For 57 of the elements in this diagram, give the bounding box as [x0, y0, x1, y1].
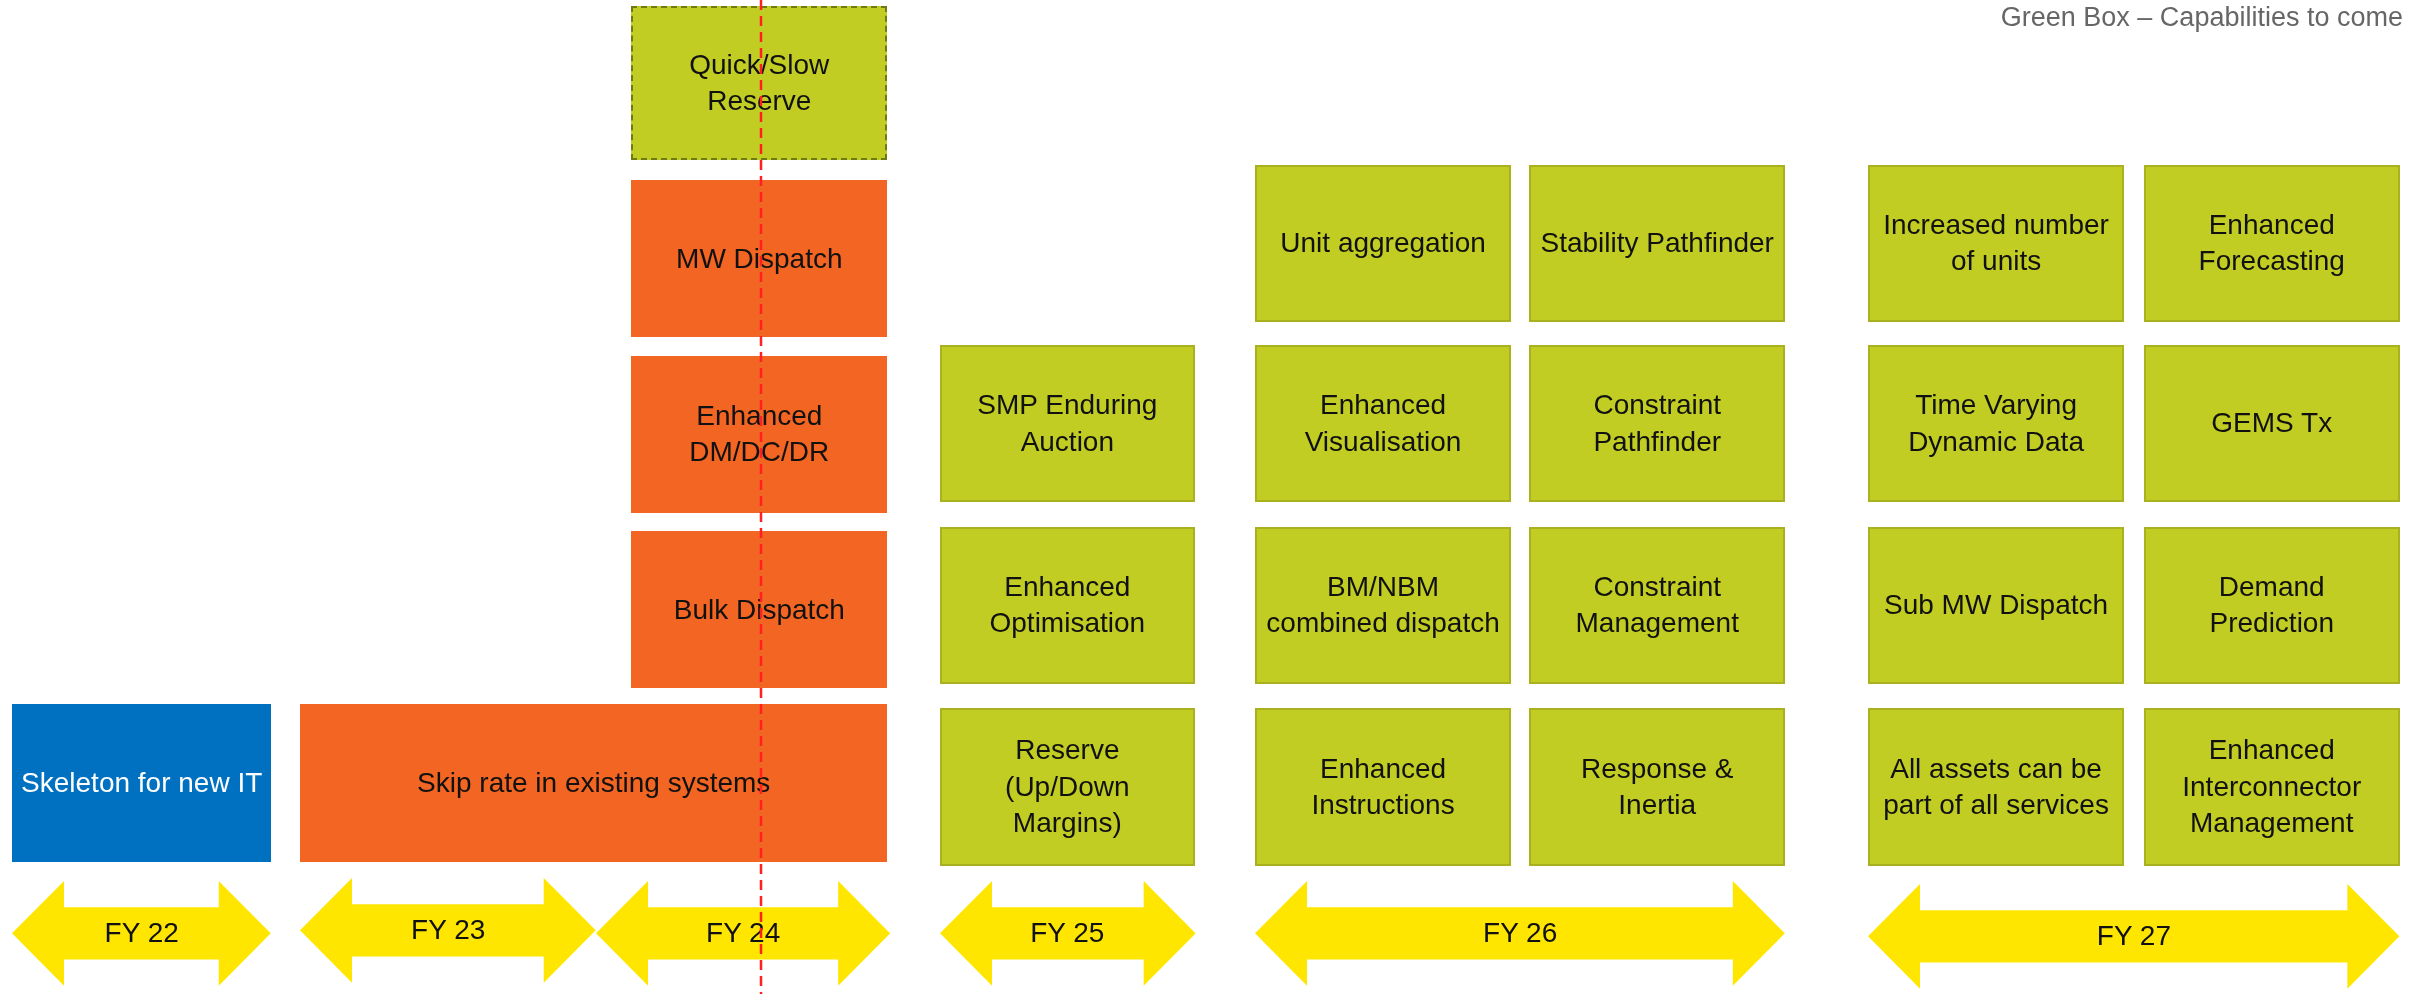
box-label: Bulk Dispatch	[672, 592, 846, 627]
capability-box	[1529, 526, 1786, 684]
box-label: GEMS Tx	[2210, 406, 2334, 441]
box-label: Sub MW Dispatch	[1883, 588, 2110, 623]
box-label: Skeleton for new IT	[20, 765, 264, 800]
capability-box	[631, 180, 888, 338]
box-label: Unit aggregation	[1279, 226, 1487, 261]
box-label: Time Varying Dynamic Data	[1907, 388, 2085, 459]
year-label: FY 26	[1482, 916, 1559, 951]
box-label: Stability Pathfinder	[1539, 226, 1775, 261]
box-label: Constraint Management	[1574, 569, 1740, 641]
box-label: Enhanced Visualisation	[1303, 388, 1463, 459]
capability-box	[939, 345, 1196, 503]
capability-box	[1529, 345, 1786, 503]
year-label: FY 27	[2095, 919, 2172, 954]
capability-box	[1255, 526, 1511, 684]
box-label: Quick/Slow Reserve	[688, 47, 831, 119]
capability-box	[2143, 526, 2400, 684]
box-label: Enhanced Forecasting	[2197, 207, 2346, 279]
year-label: FY 25	[1029, 916, 1106, 951]
box-label: Enhanced Interconnector Management	[2181, 733, 2363, 841]
box-label: BM/NBM combined dispatch	[1265, 569, 1501, 641]
box-label: Response & Inertia	[1579, 751, 1735, 822]
box-label: Constraint Pathfinder	[1592, 388, 1723, 459]
box-label: MW Dispatch	[675, 241, 844, 276]
capability-box	[1868, 708, 2124, 866]
box-label: Reserve (Up/Down Margins)	[1004, 733, 1131, 841]
capability-box	[300, 703, 888, 863]
capability-box	[1255, 345, 1511, 503]
box-label: All assets can be part of all services	[1882, 751, 2110, 822]
year-label: FY 24	[705, 916, 782, 951]
capability-box	[631, 355, 888, 513]
capability-box	[1529, 708, 1786, 866]
note-text: Green Box – Capabilities to come	[2000, 2, 2403, 33]
box-label: Enhanced DM/DC/DR	[688, 398, 831, 470]
box-label: Demand Prediction	[2208, 569, 2335, 641]
capability-box	[2143, 164, 2400, 322]
capability-box	[1529, 164, 1786, 322]
capability-box	[631, 531, 888, 689]
capability-box	[1255, 708, 1511, 866]
box-label: Enhanced Optimisation	[988, 569, 1147, 641]
capability-box	[939, 708, 1196, 866]
capability-box	[1868, 526, 2124, 684]
capability-box	[1255, 164, 1511, 322]
capability-box	[1868, 345, 2124, 503]
year-label: FY 22	[103, 916, 180, 951]
capability-box	[631, 6, 888, 161]
box-label: Enhanced Instructions	[1310, 751, 1456, 822]
capability-box	[2143, 345, 2400, 503]
year-label: FY 23	[410, 913, 487, 948]
box-label: Increased number of units	[1882, 207, 2110, 279]
capability-box	[12, 703, 272, 863]
capability-box	[1868, 164, 2124, 322]
box-label: Skip rate in existing systems	[416, 765, 772, 800]
capability-box	[2143, 708, 2400, 866]
box-label: SMP Enduring Auction	[976, 388, 1159, 459]
capability-box	[939, 526, 1196, 684]
